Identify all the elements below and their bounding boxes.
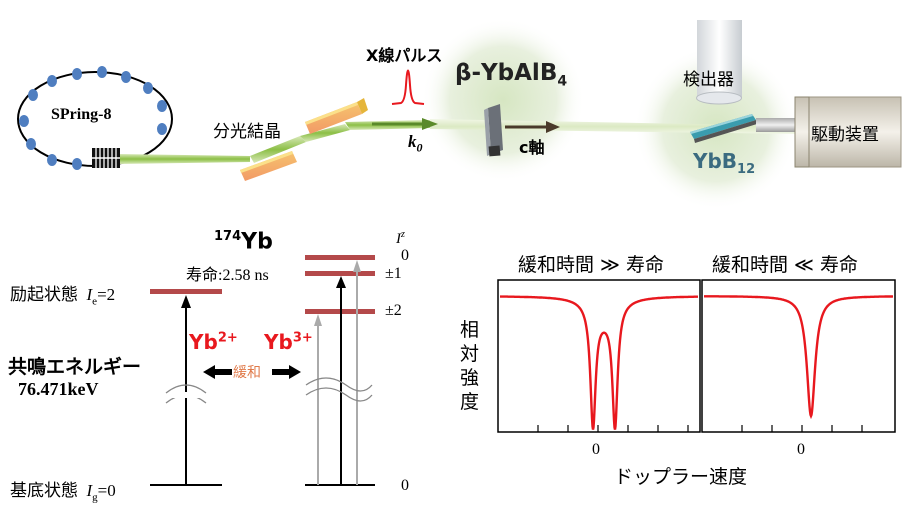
drive-device xyxy=(756,96,902,168)
pulse-label: X線パルス xyxy=(366,46,443,65)
iz-label: Iz xyxy=(396,229,405,247)
undulator xyxy=(92,148,120,168)
lifetime-label: 寿命:2.58 ns xyxy=(186,267,269,284)
spectra-panels xyxy=(497,279,896,433)
yb3-label: Yb3+ xyxy=(264,330,313,354)
spectrum-frame-1 xyxy=(497,279,701,433)
relax-arrow-left xyxy=(203,365,232,379)
excited-level xyxy=(150,289,222,294)
level-iz-0 xyxy=(305,255,375,260)
yb2-label: Yb2+ xyxy=(189,330,238,354)
spectrum-frame-2 xyxy=(701,279,896,433)
sample-crystal xyxy=(484,104,503,157)
c-axis-arrowhead xyxy=(546,121,560,133)
level-iz-1 xyxy=(305,271,375,276)
spectrum-xlabel: ドップラー速度 xyxy=(614,466,748,488)
xray-beam-between xyxy=(300,124,350,142)
detector-label: 検出器 xyxy=(683,70,734,90)
crystal-upper xyxy=(305,98,368,134)
beamline-schematic xyxy=(17,18,902,210)
reference-crystal xyxy=(690,114,757,143)
c-axis-label: c軸 xyxy=(519,138,545,157)
energy-level-diagram xyxy=(150,255,375,486)
transition-arrowhead xyxy=(181,295,191,308)
spectrum-title-1: 緩和時間 ≫ 寿命 xyxy=(518,254,664,276)
ground-iz-value: 0 xyxy=(401,477,409,494)
sample-label: β-YbAlB4 xyxy=(455,60,568,90)
axis-break-right xyxy=(305,377,373,402)
relax-arrow-right xyxy=(272,365,301,379)
crystal-lower xyxy=(240,151,297,181)
spectrum-ticks-1 xyxy=(537,425,689,432)
ring-magnets xyxy=(19,66,167,170)
ground-state-label: 基底状態 Ig=0 xyxy=(10,481,116,504)
spectrum-ticks-2 xyxy=(741,425,863,432)
xray-beam-diffracted xyxy=(250,136,306,163)
relax-label: 緩和 xyxy=(233,365,261,381)
resonance-value: 76.471keV xyxy=(18,379,99,399)
spectrum-zero-2: 0 xyxy=(797,441,805,458)
ring-label: SPring-8 xyxy=(51,106,112,123)
spectrum-zero-1: 0 xyxy=(592,441,600,458)
iz-value-1: ±1 xyxy=(385,265,402,282)
drive-label: 駆動装置 xyxy=(811,125,879,145)
k0-arrowhead xyxy=(422,118,438,130)
spectrum-ylabel: 相対強度 xyxy=(460,319,480,413)
xray-pulse-curve xyxy=(391,69,425,105)
isotope-label: 174Yb xyxy=(214,229,273,255)
resonance-label: 共鳴エネルギー xyxy=(8,356,142,378)
spectrum-title-2: 緩和時間 ≪ 寿命 xyxy=(712,254,858,276)
crystal-label: 分光結晶 xyxy=(213,122,281,142)
xray-beam-source xyxy=(118,154,250,164)
detector xyxy=(696,20,742,105)
spectrum-curve-2 xyxy=(704,295,893,420)
k0-label: k0 xyxy=(408,132,423,155)
sample-glow xyxy=(421,18,585,182)
spectrum-curve-1 xyxy=(500,295,698,430)
iz-value-0: 0 xyxy=(401,247,409,264)
excited-state-label: 励起状態 Ie=2 xyxy=(10,285,116,308)
iz-value-2: ±2 xyxy=(385,302,402,319)
reference-label: YbB12 xyxy=(693,149,756,177)
